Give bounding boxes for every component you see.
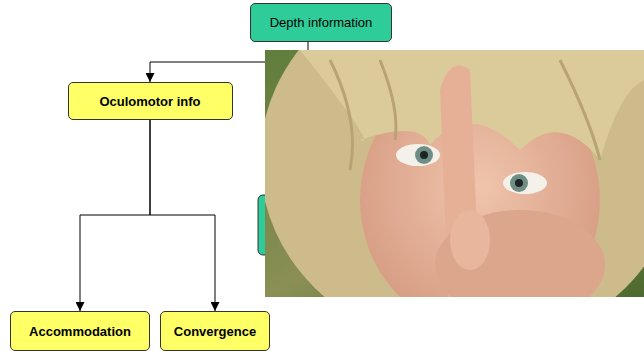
connector-arrow xyxy=(80,120,150,311)
process-box: Convergence xyxy=(160,311,270,351)
process-box: Depth information xyxy=(250,3,392,42)
node-label: Oculomotor info xyxy=(99,94,200,109)
node-label: Depth information xyxy=(270,15,373,30)
process-box: Oculomotor info xyxy=(68,82,233,120)
process-box: Accommodation xyxy=(10,311,150,351)
node-label: Accommodation xyxy=(29,324,131,339)
node-label: Convergence xyxy=(174,324,256,339)
connector-arrow xyxy=(150,120,215,311)
